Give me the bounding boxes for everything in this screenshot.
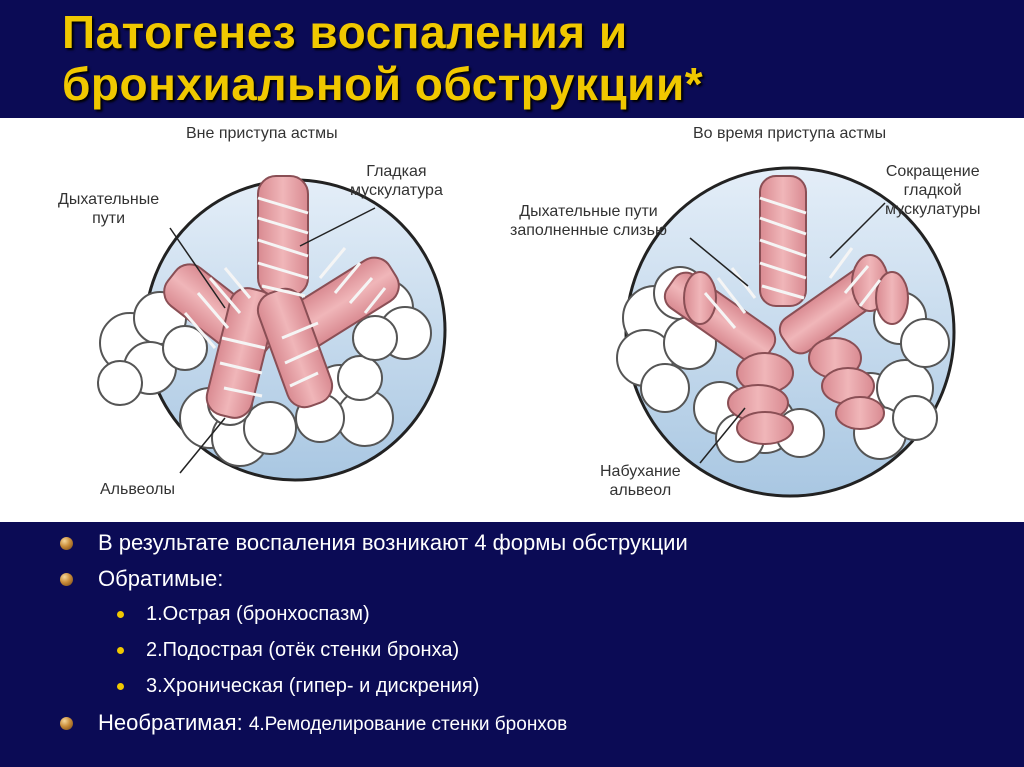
right-bronchus — [663, 175, 909, 445]
slide-title: Патогенез воспаления и бронхиальной обст… — [62, 6, 962, 110]
bullet-suffix-text: 4.Ремоделирование стенки бронхов — [248, 714, 568, 735]
sub-bullet-item: 2.Подострая (отёк стенки бронха) — [60, 638, 1000, 662]
sub-bullet-text: 1.Острая (бронхоспазм) — [146, 603, 370, 625]
caption-during-attack: Во время приступа астмы — [693, 125, 887, 142]
bullet-dot-icon — [60, 537, 73, 550]
label-muscle-contraction: Сокращение гладкой мускулатуры — [885, 163, 981, 218]
sub-bullet-text: 3.Хроническая (гипер- и дискрения) — [146, 675, 480, 697]
right-panel-attack — [616, 166, 956, 498]
bullet-text: В результате воспаления возникают 4 форм… — [98, 530, 688, 555]
bullet-dot-icon — [60, 717, 73, 730]
label-alveoli: Альвеолы — [100, 481, 175, 498]
asthma-illustration-drawing — [97, 166, 956, 498]
slide-title-line-2: бронхиальной обструкции* — [62, 58, 704, 110]
bullet-item: В результате воспаления возникают 4 форм… — [60, 530, 1000, 556]
sub-bullet-dot-icon — [117, 611, 124, 618]
bullet-text: Обратимые: — [98, 566, 224, 591]
label-alveoli-swelling: Набухание альвеол — [600, 463, 681, 499]
sub-bullet-dot-icon — [117, 683, 124, 690]
left-panel-normal — [97, 175, 447, 482]
slide-title-line-1: Патогенез воспаления и — [62, 6, 628, 58]
sub-bullet-dot-icon — [117, 647, 124, 654]
sub-bullet-item: 3.Хроническая (гипер- и дискрения) — [60, 674, 1000, 698]
right-pointer-lines — [689, 202, 886, 464]
bullet-item: Необратимая: 4.Ремоделирование стенки бр… — [60, 710, 1000, 738]
label-smooth-muscle: Гладкая мускулатура — [350, 163, 443, 199]
label-mucus-airways: Дыхательные пути заполненные слизью — [510, 203, 667, 239]
left-muscle-bands — [183, 196, 387, 398]
sub-bullet-text: 2.Подострая (отёк стенки бронха) — [146, 639, 460, 661]
bullet-dot-icon — [60, 573, 73, 586]
bullet-item: Обратимые: — [60, 566, 1000, 592]
label-airways: Дыхательные пути — [58, 191, 160, 227]
bullet-text: Необратимая: — [98, 710, 243, 735]
bullet-list: В результате воспаления возникают 4 форм… — [60, 530, 1000, 748]
caption-before-attack: Вне приступа астмы — [186, 125, 338, 142]
sub-bullet-item: 1.Острая (бронхоспазм) — [60, 602, 1000, 626]
asthma-illustration: Вне приступа астмы Во время приступа аст… — [0, 118, 1024, 522]
right-muscle-bands — [703, 196, 882, 329]
left-pointer-lines — [169, 207, 376, 474]
